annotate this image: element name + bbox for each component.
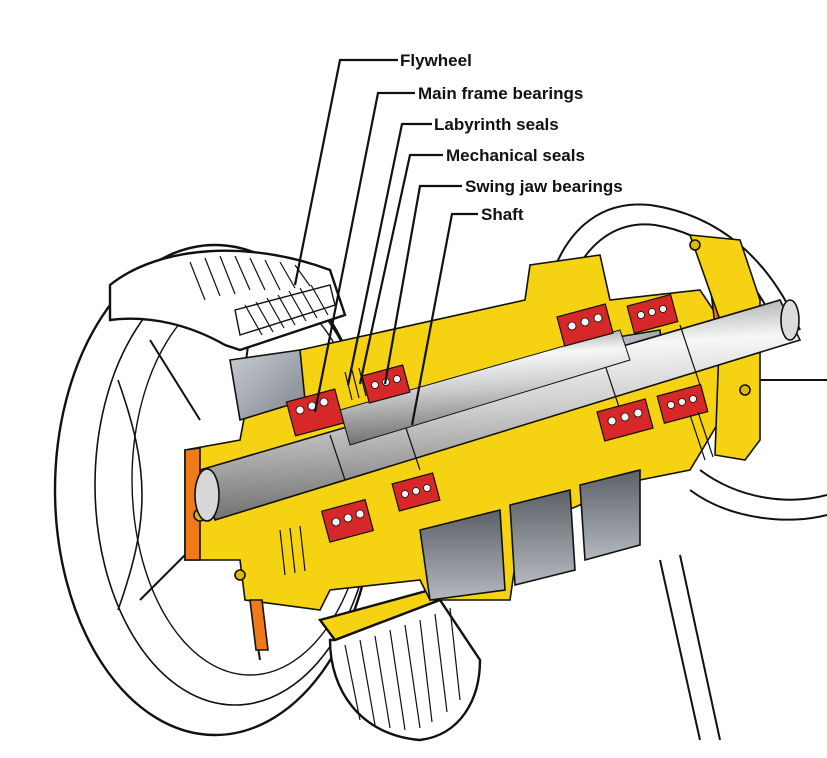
label-flywheel: Flywheel [400,51,472,70]
leader-lines [293,58,478,426]
label-shaft: Shaft [481,205,524,224]
label-main-frame-bearings: Main frame bearings [418,84,584,103]
shaft-drawing [194,299,802,522]
label-swing-jaw-bearings: Swing jaw bearings [465,177,623,196]
label-mechanical-seals: Mechanical seals [446,146,585,165]
leader-mechanical-seals [358,153,443,385]
leader-main-frame-bearings [313,91,415,413]
leader-flywheel [293,58,398,286]
leader-shaft [410,212,478,426]
leader-labyrinth-seals [346,122,432,386]
swing-jaw-outline [544,203,827,741]
label-labyrinth-seals: Labyrinth seals [434,115,559,134]
bearing-drawing [285,293,709,543]
leader-swing-jaw-bearings [383,184,462,385]
seal-drawing [279,367,714,576]
